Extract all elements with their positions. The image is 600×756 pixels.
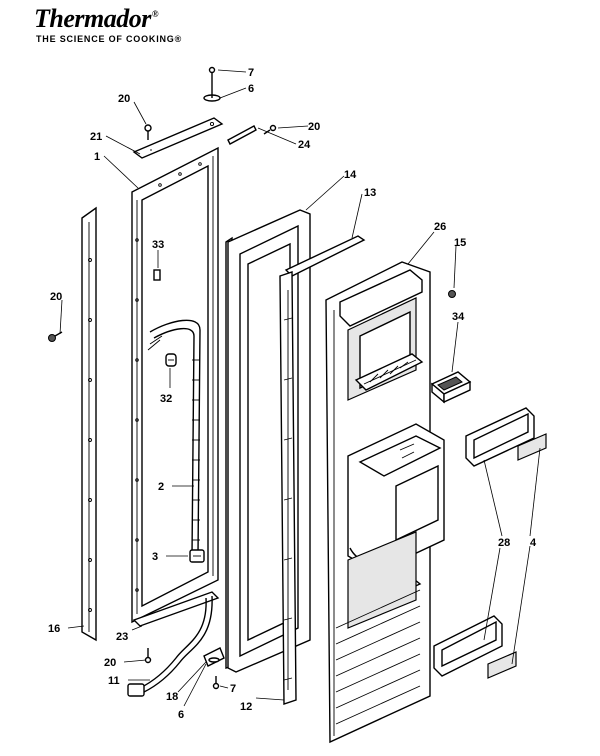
callout-18: 18 [166,691,178,703]
callout-26: 26 [434,221,446,233]
callout-1: 1 [94,151,100,163]
brand-logo: Thermador® [34,4,159,34]
callout-6-top: 6 [248,83,254,95]
callout-3: 3 [152,551,158,563]
callout-15: 15 [454,237,466,249]
top-hinge-pin [203,66,221,102]
callout-13: 13 [364,187,376,199]
dispenser-drip-tray [430,371,472,404]
callout-33: 33 [152,239,164,251]
clip-part-33 [153,269,161,281]
screw-20-top [144,124,152,140]
callout-11: 11 [108,675,120,687]
ice-water-dispenser-cavity [347,423,445,573]
door-outer-panel [81,206,97,642]
brand-header: Thermador® THE SCIENCE OF COOKING® [0,0,600,50]
callout-23: 23 [116,631,128,643]
door-louvers [335,589,421,725]
callout-20-top-right: 20 [308,121,320,133]
callout-32: 32 [160,393,172,405]
bottom-hinge-pin [203,647,225,667]
callout-14: 14 [344,169,357,181]
brand-tagline: THE SCIENCE OF COOKING® [36,34,183,44]
callout-20-bottom: 20 [104,657,116,669]
callout-2: 2 [158,481,164,493]
door-bin-upper [465,407,547,467]
callout-20-left: 20 [50,291,62,303]
callout-24: 24 [298,139,311,151]
inner-door-panel-14 [227,209,311,673]
wire-harness [147,319,201,556]
leader-lines [59,69,541,707]
bottom-cable [127,595,213,697]
callout-6-bottom: 6 [178,709,184,721]
inner-door-panel-13 [279,235,366,705]
callout-7-bottom: 7 [230,683,236,695]
screw-20-bottom [144,648,152,664]
callout-12: 12 [240,701,252,713]
door-frame-assembly [131,146,219,624]
callout-34: 34 [452,311,465,323]
screw-7-bottom [212,676,220,690]
callout-20-top: 20 [118,93,130,105]
registered-mark: ® [151,9,159,20]
dispenser-door-liner [325,261,445,744]
lower-shelf-rail [347,531,422,629]
bottom-hinge-bracket [132,591,220,627]
door-bin-lower [433,615,517,679]
upper-shelf-rail [354,353,424,391]
callout-28: 28 [498,537,510,549]
callout-7-top: 7 [248,67,254,79]
callout-16: 16 [48,623,60,635]
screw-20-top-right [263,124,277,135]
callout-labels: 7 6 20 20 21 24 1 14 13 26 15 33 20 34 3… [48,67,537,721]
callout-4: 4 [530,537,537,549]
grommet-part-32 [165,353,177,367]
screw-part-15 [448,290,456,298]
brand-name: Thermador [34,4,151,33]
top-hinge-bracket [132,117,224,159]
screw-20-left [48,331,63,342]
callout-21: 21 [90,131,102,143]
harness-connector [189,549,205,563]
